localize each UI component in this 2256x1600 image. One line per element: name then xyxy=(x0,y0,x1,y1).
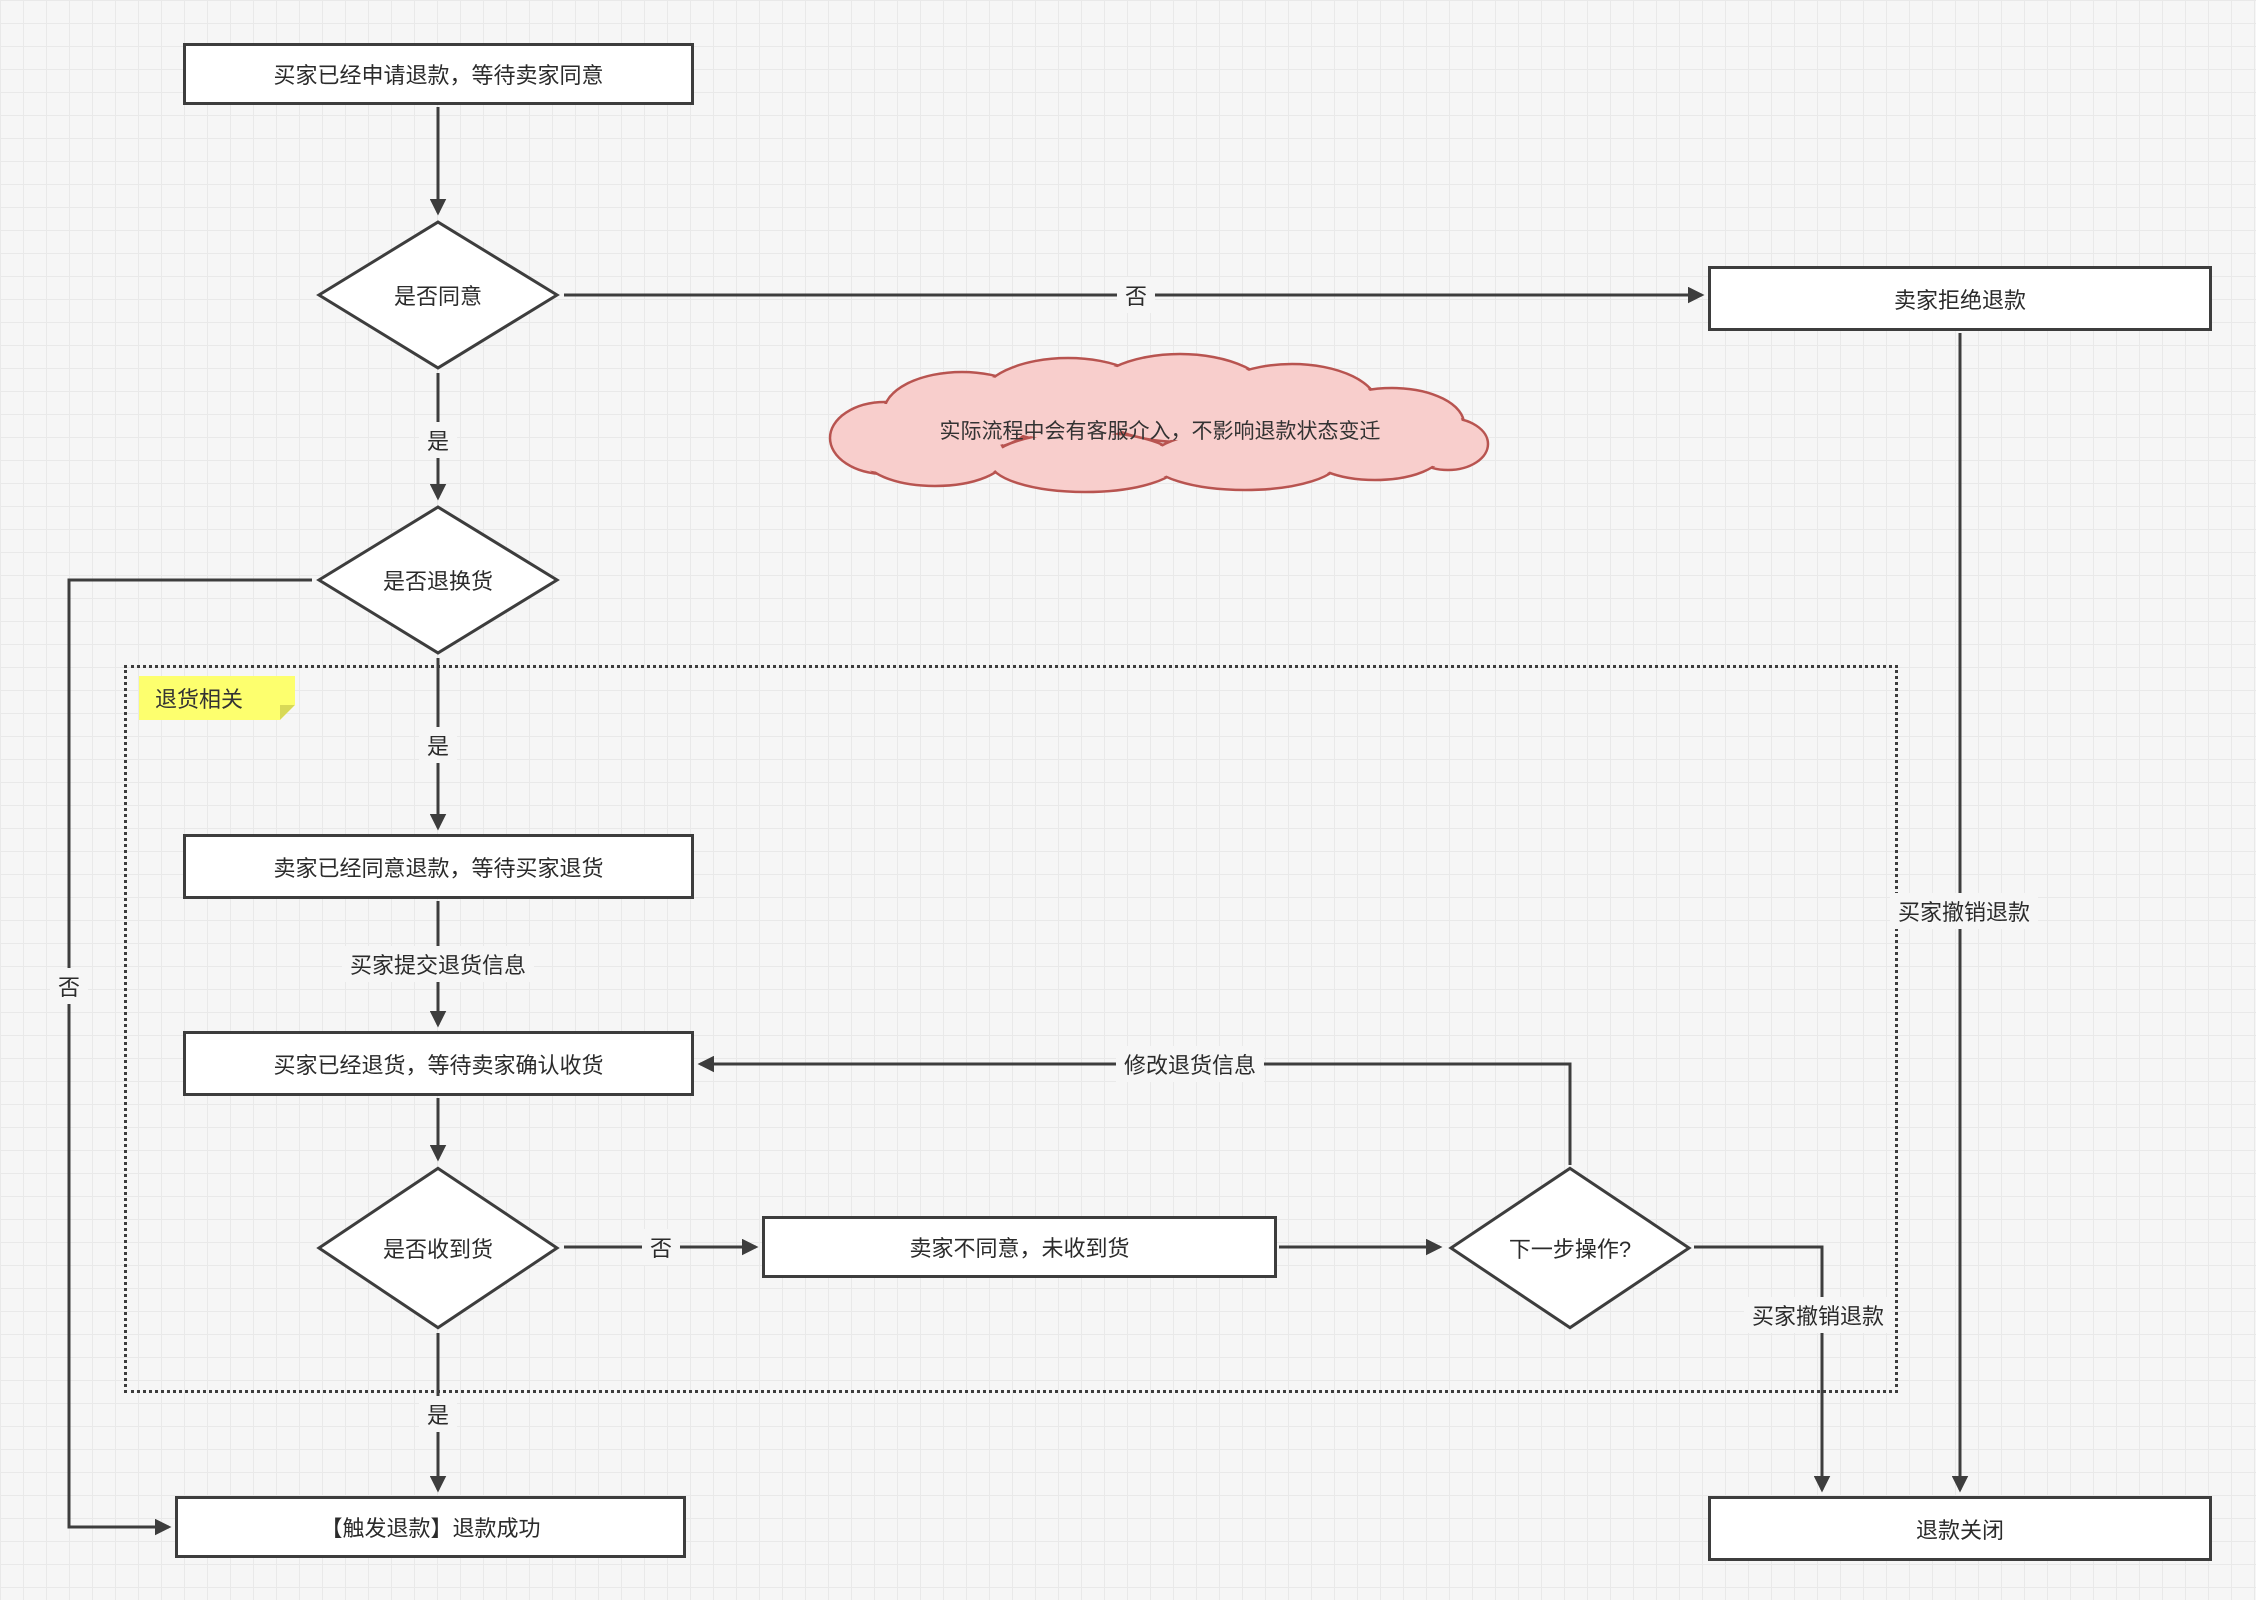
cloud-annotation: 实际流程中会有客服介入，不影响退款状态变迁 xyxy=(830,352,1490,497)
node-decision-received: 是否收到货 xyxy=(314,1165,562,1331)
node-seller-disagree: 卖家不同意，未收到货 xyxy=(762,1216,1277,1278)
node-decision-return: 是否退换货 xyxy=(314,504,562,656)
node-buyer-returned: 买家已经退货，等待卖家确认收货 xyxy=(183,1031,694,1096)
edge-label-received-no: 否 xyxy=(641,1229,681,1265)
node-decision-agree: 是否同意 xyxy=(314,219,562,371)
node-seller-agreed: 卖家已经同意退款，等待买家退货 xyxy=(183,834,694,899)
edge-label-submit-info: 买家提交退货信息 xyxy=(341,946,535,982)
node-decision-next-label: 下一步操作? xyxy=(1508,1237,1632,1262)
node-refund-closed: 退款关闭 xyxy=(1708,1496,2212,1561)
edge-label-modify-info: 修改退货信息 xyxy=(1115,1046,1265,1082)
node-decision-received-label: 是否收到货 xyxy=(382,1237,493,1262)
node-decision-next: 下一步操作? xyxy=(1446,1165,1694,1331)
node-decision-return-label: 是否退换货 xyxy=(382,569,493,594)
edge-label-return-yes: 是 xyxy=(418,727,458,763)
edge-label-agree-no: 否 xyxy=(1116,277,1156,313)
edge-label-cancel-from-next: 买家撤销退款 xyxy=(1743,1297,1893,1333)
edge-label-cancel-from-reject: 买家撤销退款 xyxy=(1889,893,2039,929)
node-refund-success: 【触发退款】退款成功 xyxy=(175,1496,686,1558)
node-start: 买家已经申请退款，等待卖家同意 xyxy=(183,43,694,105)
node-seller-reject: 卖家拒绝退款 xyxy=(1708,266,2212,331)
return-group-tag: 退货相关 xyxy=(139,676,295,720)
edge-label-received-yes: 是 xyxy=(418,1396,458,1432)
node-decision-agree-label: 是否同意 xyxy=(393,284,482,309)
return-group-tag-label: 退货相关 xyxy=(155,687,244,712)
edge-label-return-no: 否 xyxy=(49,968,89,1004)
edge-label-agree-yes: 是 xyxy=(418,422,458,458)
cloud-annotation-text: 实际流程中会有客服介入，不影响退款状态变迁 xyxy=(939,419,1381,443)
